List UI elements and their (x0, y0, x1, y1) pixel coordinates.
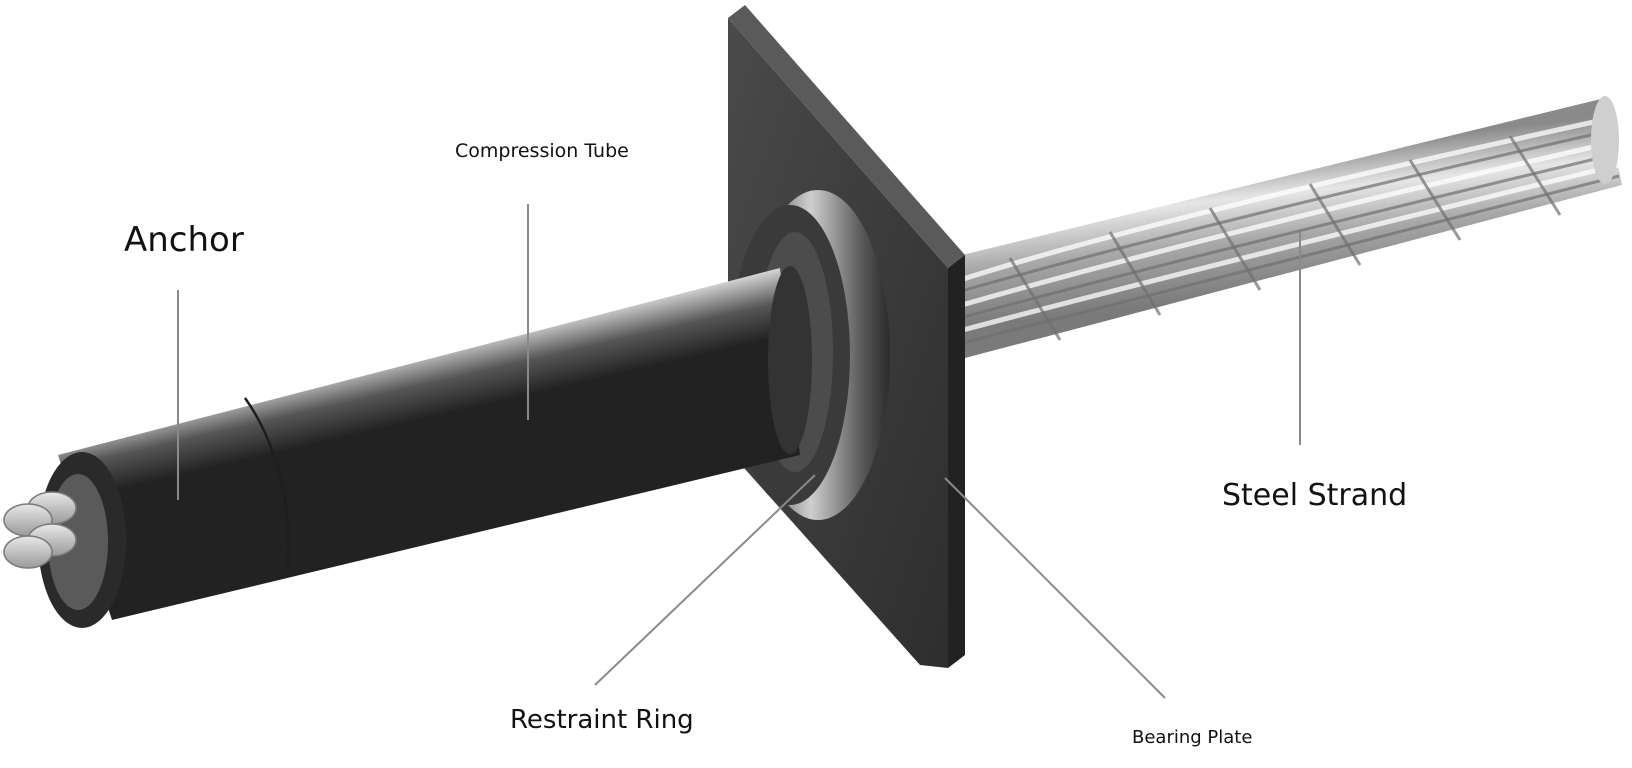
label-anchor: Anchor (124, 220, 244, 260)
label-compression-tube: Compression Tube (455, 140, 629, 162)
leader-restraint-ring (594, 474, 816, 686)
compression-tube (58, 266, 812, 620)
anchor-end (3, 452, 126, 628)
leader-lines (177, 204, 1301, 699)
label-restraint-ring: Restraint Ring (510, 705, 694, 735)
wire-ends (3, 491, 77, 569)
steel-strand (950, 96, 1622, 358)
label-bearing-plate: Bearing Plate (1132, 727, 1253, 748)
leader-bearing-plate (944, 477, 1166, 699)
label-steel-strand: Steel Strand (1222, 478, 1408, 513)
